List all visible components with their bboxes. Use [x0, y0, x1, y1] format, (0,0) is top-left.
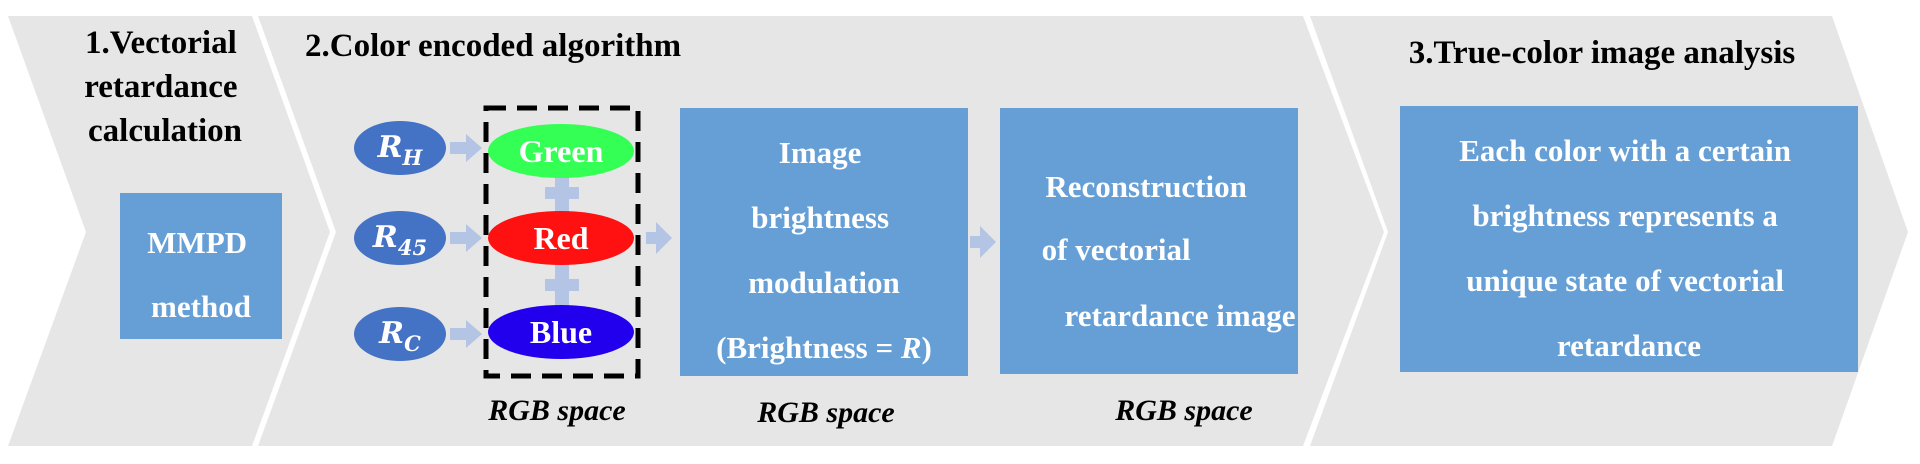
brightness-formula: (Brightness = R) — [716, 330, 932, 365]
stage2-title: 2.Color encoded algorithm — [305, 28, 681, 64]
true-color-analysis-box — [1400, 106, 1858, 372]
brightness-box-line: brightness — [751, 200, 889, 235]
plus-horizontal — [545, 279, 579, 291]
reconstruction-box-line: Reconstruction — [1045, 169, 1246, 204]
input-label-r45: R45 — [372, 220, 427, 260]
green-channel-label: Green — [519, 133, 604, 169]
stage1-title-line: retardance — [84, 69, 237, 105]
mmpd-method-label: MMPD method — [147, 225, 255, 324]
arrow-r45-to-red — [450, 224, 482, 252]
rgb-channel-container — [483, 105, 641, 379]
reconstruction-text: Reconstruction of vectorial retardance i… — [1042, 169, 1296, 333]
arrow-to-reconstruction — [970, 226, 996, 258]
input-symbol: R — [372, 220, 398, 255]
reconstruction-box-line: retardance image — [1065, 298, 1296, 333]
stage1-title: 1.Vectorial retardance calculation — [84, 25, 246, 149]
reconstruction-box-line: of vectorial — [1042, 232, 1191, 267]
input-subscript: 45 — [398, 235, 427, 260]
analysis-box-line: brightness represents a — [1472, 198, 1778, 233]
mmpd-box-line: MMPD — [147, 225, 247, 260]
arrow-rc-to-blue — [450, 320, 482, 348]
blue-channel-ellipse — [488, 305, 634, 359]
red-channel-label: Red — [533, 220, 588, 256]
input-subscript: H — [402, 145, 424, 170]
stage3-title: 3.True-color image analysis — [1409, 35, 1796, 71]
brightness-modulation-text: Image brightness modulation — [748, 135, 900, 300]
true-color-analysis-text: Each color with a certain brightness rep… — [1459, 133, 1799, 363]
analysis-box-line: retardance — [1557, 328, 1701, 363]
brightness-box-line: modulation — [748, 265, 900, 300]
input-subscript: C — [404, 331, 421, 356]
formula-variable: R — [900, 330, 922, 365]
blue-channel-label: Blue — [530, 314, 592, 350]
input-label-rc: RC — [378, 316, 421, 356]
analysis-box-line: unique state of vectorial — [1466, 263, 1784, 298]
reconstruction-box — [1000, 108, 1298, 374]
mmpd-box-line: method — [151, 289, 251, 324]
arrow-to-brightness — [646, 222, 672, 254]
brightness-modulation-box — [680, 108, 968, 376]
input-symbol: R — [378, 316, 404, 351]
input-ellipse-rc — [354, 307, 446, 361]
input-ellipse-rh — [354, 121, 446, 175]
brightness-box-line: Image — [779, 135, 862, 170]
analysis-box-line: Each color with a certain — [1459, 133, 1791, 168]
stage1-title-line: 1.Vectorial — [85, 25, 237, 61]
rgb-space-label-reconstruction: RGB space — [1114, 394, 1253, 427]
formula-prefix: (Brightness = — [716, 330, 901, 365]
rgb-space-label-brightness: RGB space — [756, 396, 895, 429]
plus-horizontal — [545, 187, 579, 199]
input-label-rh: RH — [377, 130, 424, 170]
green-channel-ellipse — [488, 124, 634, 178]
formula-suffix: ) — [922, 330, 932, 365]
arrow-rh-to-green — [450, 134, 482, 162]
mmpd-method-box — [120, 193, 282, 339]
input-ellipse-r45 — [354, 211, 446, 265]
stage1-title-line: calculation — [88, 113, 242, 149]
rgb-space-label-channels: RGB space — [487, 394, 626, 427]
red-channel-ellipse — [488, 211, 634, 265]
input-symbol: R — [377, 130, 403, 165]
